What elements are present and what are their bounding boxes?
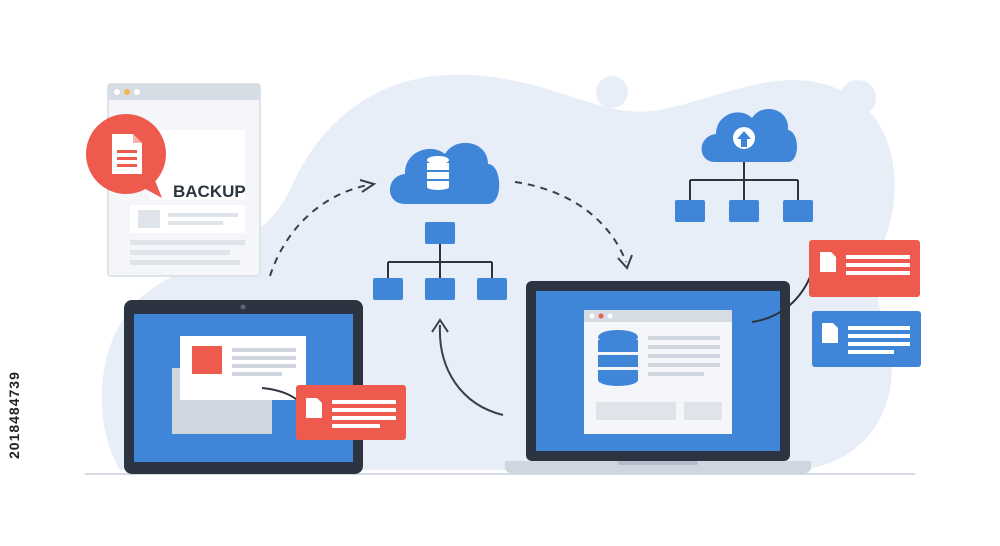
arrow-download xyxy=(514,181,627,263)
database-icon xyxy=(598,330,638,386)
file-note-blue-right xyxy=(812,311,921,367)
cloud-database-icon xyxy=(390,142,500,204)
file-note-red-right xyxy=(751,240,920,323)
arrow-return xyxy=(438,324,504,416)
document-icon xyxy=(820,252,836,272)
folder-icon xyxy=(675,200,705,222)
folder-icon xyxy=(477,278,507,300)
document-icon xyxy=(112,134,142,174)
folder-tree-center xyxy=(373,222,507,300)
background-dot xyxy=(596,76,628,108)
folder-icon xyxy=(425,278,455,300)
document-icon xyxy=(822,323,838,343)
arrow-head xyxy=(431,318,449,333)
file-note-red-left xyxy=(261,385,406,440)
sync-arrows xyxy=(269,181,627,416)
arrow-upload xyxy=(269,184,369,277)
tablet-device xyxy=(124,300,363,474)
laptop-device xyxy=(505,281,811,474)
document-bubble xyxy=(86,114,166,198)
background-dot xyxy=(864,138,888,162)
folder-tree-right xyxy=(675,162,813,222)
folder-icon xyxy=(373,278,403,300)
folder-icon xyxy=(425,222,455,244)
arrow-head xyxy=(359,179,377,193)
background-dot xyxy=(840,80,876,116)
cloud-upload-icon xyxy=(701,108,797,162)
database-icon xyxy=(427,156,449,190)
folder-icon xyxy=(729,200,759,222)
stock-id-label: 2018484739 xyxy=(6,371,22,459)
arrow-head xyxy=(617,254,633,270)
backup-label: BACKUP xyxy=(173,182,246,201)
folder-icon xyxy=(783,200,813,222)
document-icon xyxy=(306,398,322,418)
